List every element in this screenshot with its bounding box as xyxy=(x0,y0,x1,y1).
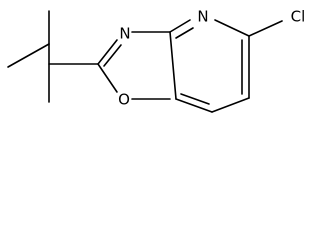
atom-label-cl: Cl xyxy=(291,8,306,26)
bond-n4-c5 xyxy=(214,19,250,37)
bond-tbu-methyl-left xyxy=(7,43,50,68)
bond-c3a-c7a xyxy=(169,31,177,100)
bond-c7-c7a-double xyxy=(180,93,210,105)
atom-label-n4: N xyxy=(197,8,208,26)
bond-c5-cl xyxy=(248,20,283,37)
atom-label-n3: N xyxy=(119,25,130,43)
bond-c6-c7 xyxy=(211,97,250,113)
bond-c2-o1 xyxy=(97,63,118,93)
bond-c7-c7a xyxy=(175,98,213,113)
bond-c2-n3-double-b xyxy=(103,44,122,67)
structure-canvas: N O N Cl xyxy=(0,0,320,119)
bond-c3a-n4-double-b xyxy=(175,27,194,39)
atom-label-o1: O xyxy=(118,91,130,109)
molecule-structure: N O N Cl xyxy=(7,8,306,113)
bond-c3a-n4-double-a xyxy=(169,19,191,33)
bond-c2-n3-double-a xyxy=(97,39,118,65)
